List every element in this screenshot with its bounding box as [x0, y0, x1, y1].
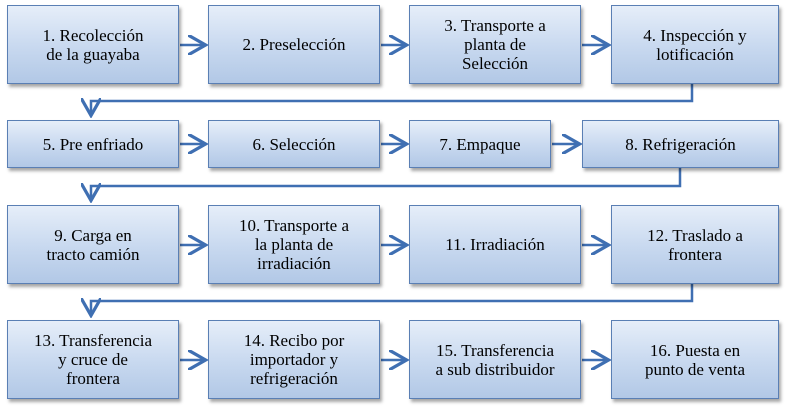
step-box-9: 9. Carga en tracto camión [7, 205, 179, 284]
step-box-3: 3. Transporte a planta de Selección [409, 5, 581, 84]
step-box-12: 12. Traslado a frontera [611, 205, 779, 284]
step-label-15: 15. Transferencia a sub distribuidor [435, 340, 555, 379]
step-label-5: 5. Pre enfriado [42, 134, 144, 154]
step-label-14: 14. Recibo por importador y refrigeració… [243, 331, 345, 388]
step-box-6: 6. Selección [208, 120, 380, 168]
step-label-3: 3. Transporte a planta de Selección [444, 16, 546, 73]
step-label-4: 4. Inspección y lotificación [643, 25, 747, 64]
step-box-16: 16. Puesta en punto de venta [611, 320, 779, 399]
step-box-4: 4. Inspección y lotificación [611, 5, 779, 84]
step-box-7: 7. Empaque [409, 120, 551, 168]
step-label-6: 6. Selección [252, 134, 336, 154]
step-label-9: 9. Carga en tracto camión [46, 225, 140, 264]
step-box-8: 8. Refrigeración [582, 120, 779, 168]
arrow-wrap-4-to-5 [91, 84, 694, 113]
step-box-14: 14. Recibo por importador y refrigeració… [208, 320, 380, 399]
step-label-16: 16. Puesta en punto de venta [644, 340, 746, 379]
step-label-10: 10. Transporte a la planta de irradiació… [238, 216, 350, 273]
step-box-5: 5. Pre enfriado [7, 120, 179, 168]
step-box-2: 2. Preselección [208, 5, 380, 84]
arrow-wrap-8-to-9 [91, 168, 682, 198]
step-box-13: 13. Transferencia y cruce de frontera [7, 320, 179, 399]
step-label-8: 8. Refrigeración [625, 134, 736, 154]
step-box-10: 10. Transporte a la planta de irradiació… [208, 205, 380, 284]
step-label-11: 11. Irradiación [445, 235, 545, 254]
step-box-15: 15. Transferencia a sub distribuidor [409, 320, 581, 399]
arrow-wrap-12-to-13 [91, 284, 694, 313]
step-label-2: 2. Preselección [242, 35, 346, 54]
step-box-1: 1. Recolección de la guayaba [7, 5, 179, 84]
step-label-12: 12. Traslado a frontera [647, 225, 743, 264]
step-label-1: 1. Recolección de la guayaba [42, 25, 144, 64]
step-label-7: 7. Empaque [439, 134, 521, 154]
step-box-11: 11. Irradiación [409, 205, 581, 284]
step-label-13: 13. Transferencia y cruce de frontera [33, 331, 153, 388]
